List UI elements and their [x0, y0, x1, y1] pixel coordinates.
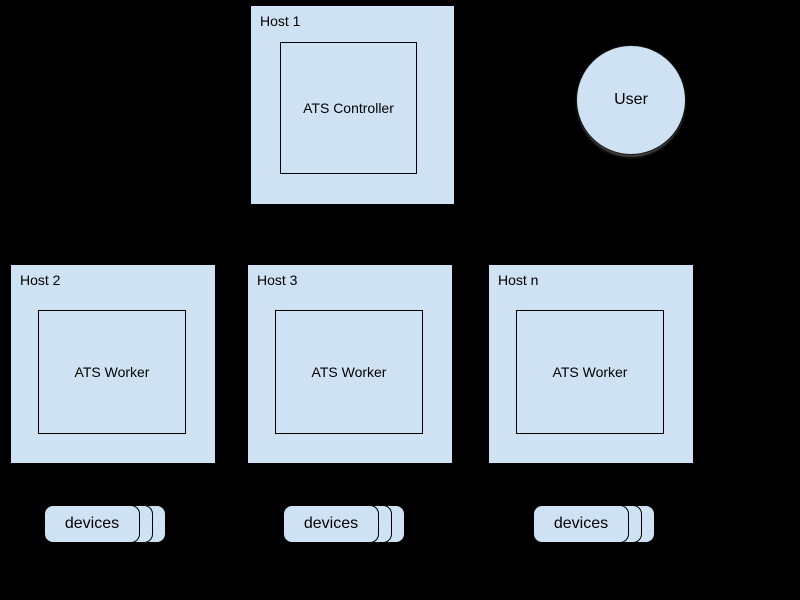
devices-label: devices	[553, 515, 609, 532]
devices-label: devices	[64, 515, 120, 532]
devices-stack: devices	[533, 505, 657, 545]
ats-worker-box: ATS Worker	[38, 310, 186, 434]
host-3-box: Host 3 ATS Worker	[247, 264, 453, 464]
ats-controller-box: ATS Controller	[280, 42, 417, 174]
host-2-label: Host 2	[20, 272, 61, 288]
host-1-box: Host 1 ATS Controller	[250, 5, 455, 205]
devices-box: devices	[533, 505, 629, 543]
ats-worker-label: ATS Worker	[552, 364, 628, 380]
host-3-label: Host 3	[257, 272, 298, 288]
host-1-label: Host 1	[260, 13, 301, 29]
ats-controller-label: ATS Controller	[303, 100, 394, 116]
ats-worker-box: ATS Worker	[275, 310, 423, 434]
host-2-box: Host 2 ATS Worker	[10, 264, 216, 464]
devices-stack: devices	[44, 505, 168, 545]
host-n-label: Host n	[498, 272, 539, 288]
host-n-box: Host n ATS Worker	[488, 264, 694, 464]
user-circle: User	[576, 45, 686, 155]
devices-label: devices	[303, 515, 359, 532]
ats-worker-label: ATS Worker	[311, 364, 387, 380]
devices-stack: devices	[283, 505, 407, 545]
devices-box: devices	[283, 505, 379, 543]
user-label: User	[614, 91, 648, 108]
ats-worker-label: ATS Worker	[74, 364, 150, 380]
ats-worker-box: ATS Worker	[516, 310, 664, 434]
devices-box: devices	[44, 505, 140, 543]
